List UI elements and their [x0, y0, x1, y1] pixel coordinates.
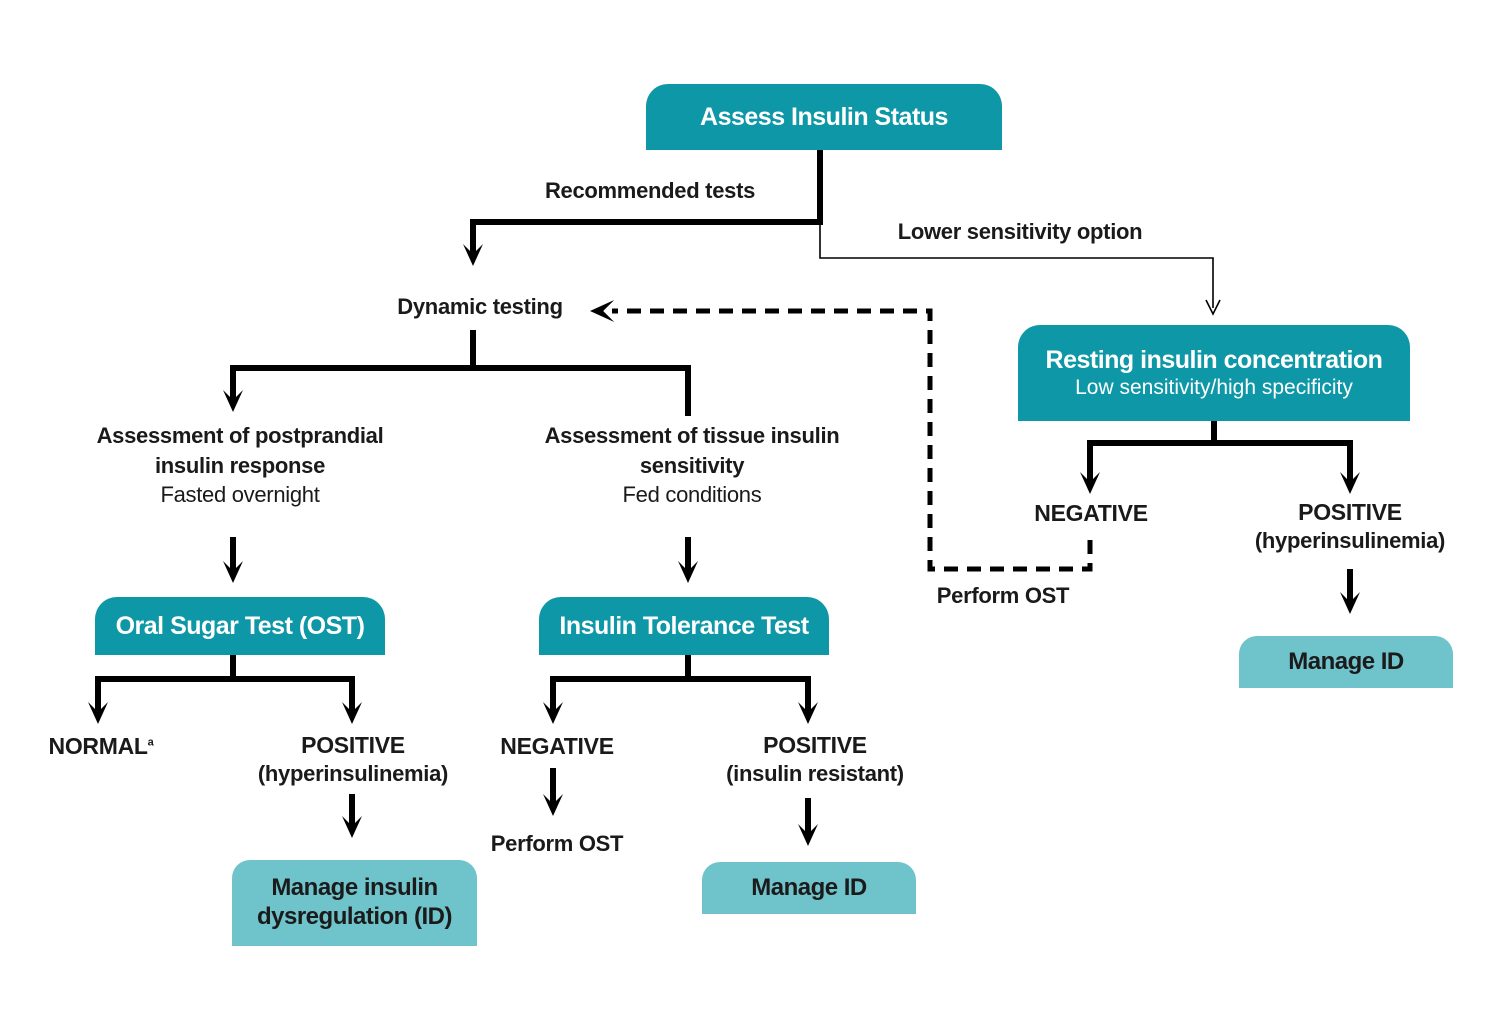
itt-negative-label: NEGATIVE [500, 733, 614, 759]
assess-insulin-status-box: Assess Insulin Status [646, 84, 1002, 150]
tissue-subtitle: Fed conditions [622, 482, 762, 508]
to-ost-arrow-head [223, 561, 243, 583]
oral-sugar-test-box: Oral Sugar Test (OST) [95, 597, 385, 655]
itt-manage-arrow-head [798, 824, 818, 846]
itt-manage-id-box: Manage ID [702, 862, 916, 914]
ost-manage-id-box: Manage insulin dysregulation (ID) [232, 860, 477, 946]
recommended-tests-label: Recommended tests [544, 178, 756, 203]
footnote-marker: a [147, 736, 154, 749]
resting-manage-arrow-head [1340, 592, 1360, 614]
lower-sensitivity-connector [819, 222, 1214, 308]
postprandial-arrowhead [223, 390, 243, 412]
itt-left-branch [550, 655, 691, 712]
resting-manage-id-box: Manage ID [1239, 636, 1453, 688]
itt-negative-arrowhead [543, 702, 563, 724]
postprandial-title: Assessment of postprandial insulin respo… [96, 423, 384, 478]
insulin-tolerance-test-label: Insulin Tolerance Test [559, 612, 809, 640]
recommended-connector [470, 150, 823, 255]
itt-positive-arrowhead [798, 702, 818, 724]
ost-positive-label: POSITIVE (hyperinsulinemia) [257, 732, 449, 786]
recommended-arrowhead [463, 244, 483, 266]
resting-insulin-title: Resting insulin concentration [1045, 346, 1383, 375]
resting-manage-id-label: Manage ID [1288, 647, 1404, 675]
itt-perform-ost-label: Perform OST [490, 831, 624, 856]
resting-insulin-subtitle: Low sensitivity/high specificity [1075, 376, 1353, 400]
ost-right-branch [233, 676, 355, 712]
ost-normal-arrowhead [88, 702, 108, 724]
resting-negative-label: NEGATIVE [1034, 500, 1148, 526]
postprandial-assessment-label: Assessment of postprandial insulin respo… [80, 421, 400, 510]
ost-manage-id-label: Manage insulin dysregulation (ID) [256, 874, 453, 930]
lower-sensitivity-arrowhead [1205, 299, 1221, 316]
resting-left-branch [1087, 421, 1217, 482]
ost-left-branch [95, 655, 236, 712]
dynamic-left-branch [230, 330, 476, 400]
insulin-tolerance-test-box: Insulin Tolerance Test [539, 597, 829, 655]
perform-ost-feedback [612, 308, 1093, 572]
dynamic-feedback-arrowhead [590, 300, 615, 322]
resting-positive-label: POSITIVE (hyperinsulinemia) [1254, 499, 1446, 553]
lower-sensitivity-option-label: Lower sensitivity option [897, 219, 1143, 244]
assess-insulin-status-label: Assess Insulin Status [700, 103, 948, 131]
itt-manage-id-label: Manage ID [751, 873, 867, 901]
itt-positive-label: POSITIVE (insulin resistant) [726, 732, 904, 786]
resting-perform-ost-label: Perform OST [936, 583, 1070, 608]
to-itt-arrow-head [678, 561, 698, 583]
resting-negative-arrowhead [1080, 472, 1100, 494]
postprandial-subtitle: Fasted overnight [160, 482, 320, 508]
ost-positive-arrowhead [342, 702, 362, 724]
resting-insulin-box: Resting insulin concentration Low sensit… [1018, 325, 1410, 421]
dynamic-right-branch [473, 365, 691, 416]
oral-sugar-test-label: Oral Sugar Test (OST) [115, 612, 365, 640]
dynamic-testing-label: Dynamic testing [397, 294, 563, 319]
resting-positive-arrowhead [1340, 472, 1360, 494]
ost-normal-label: NORMALa [48, 733, 154, 759]
itt-perform-arrow-head [543, 794, 563, 816]
ost-manage-arrow-head [342, 816, 362, 838]
tissue-sensitivity-label: Assessment of tissue insulin sensitivity… [530, 421, 854, 510]
resting-right-branch [1214, 440, 1353, 482]
itt-right-branch [688, 676, 811, 712]
tissue-title: Assessment of tissue insulin sensitivity [544, 423, 840, 478]
